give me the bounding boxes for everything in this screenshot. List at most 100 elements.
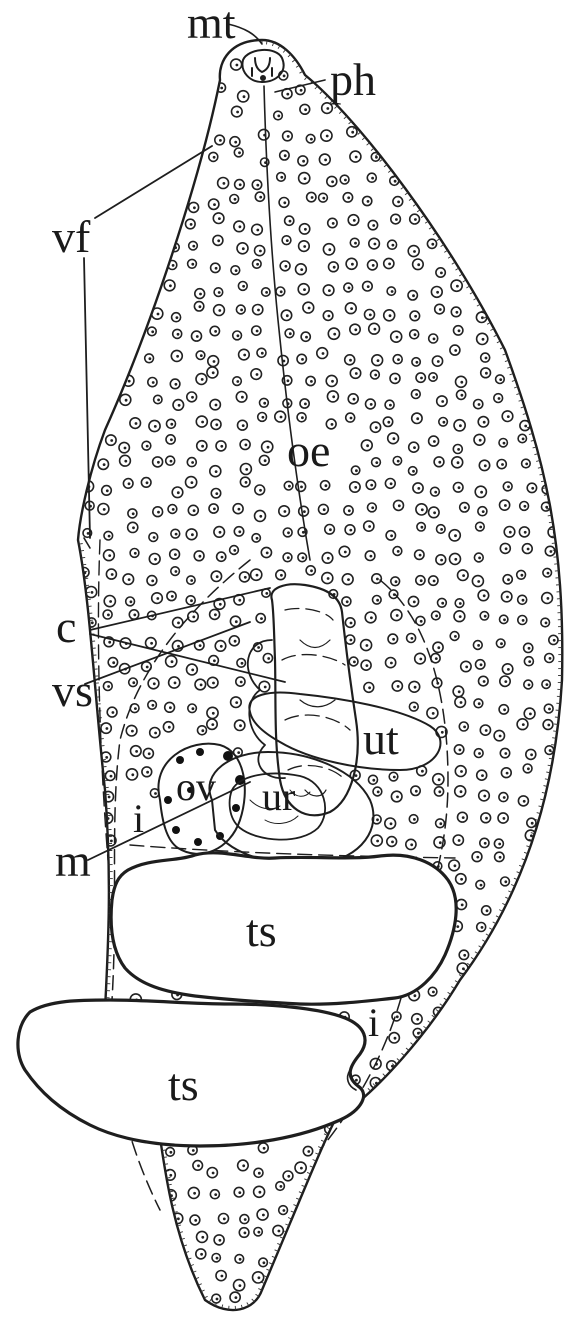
vitelline-follicle-core: [103, 463, 106, 466]
tegument-spine: [549, 522, 553, 523]
vitelline-follicle-core: [190, 223, 193, 226]
vitelline-follicle-core: [332, 222, 335, 225]
vitelline-follicle-core: [152, 381, 155, 384]
label-ov: ov: [176, 764, 216, 809]
tegument-spine: [358, 132, 361, 135]
tegument-spine: [252, 1299, 255, 1302]
vitelline-follicle-core: [124, 460, 127, 463]
vitelline-follicle-core: [176, 316, 179, 319]
vitelline-follicle-core: [175, 570, 178, 573]
vitelline-follicle-core: [396, 336, 399, 339]
vitelline-follicle-core: [547, 597, 550, 600]
vitelline-follicle-core: [372, 264, 375, 267]
vitelline-follicle-core: [421, 770, 424, 773]
vitelline-follicle-core: [303, 288, 306, 291]
vitelline-follicle-core: [462, 967, 465, 970]
vitelline-follicle-core: [172, 264, 175, 267]
mouth-region: [242, 50, 283, 82]
vitelline-follicle-core: [398, 504, 401, 507]
vitelline-follicle-core: [310, 138, 313, 141]
vitelline-follicle-core: [506, 772, 509, 775]
vitelline-follicle-core: [237, 751, 240, 754]
vitelline-follicle-core: [240, 309, 243, 312]
vitelline-follicle-core: [287, 379, 290, 382]
vitelline-follicle-core: [107, 614, 110, 617]
vitelline-follicle-core: [394, 1037, 397, 1040]
vitelline-follicle-core: [213, 360, 216, 363]
vitelline-follicle-core: [128, 380, 131, 383]
tegument-spine: [335, 106, 338, 109]
vitelline-follicle-core: [329, 528, 332, 531]
vitelline-follicle-core: [125, 399, 128, 402]
vitelline-follicle-core: [286, 239, 289, 242]
vitelline-follicle-core: [112, 661, 115, 664]
vitelline-follicle-core: [499, 735, 502, 738]
vitelline-follicle-core: [322, 352, 325, 355]
vitelline-follicle-core: [201, 378, 204, 381]
vitelline-follicle-core: [414, 686, 417, 689]
vitelline-follicle-core: [213, 156, 216, 159]
vitelline-follicle-core: [503, 618, 506, 621]
vitelline-follicle-core: [530, 834, 533, 837]
vitelline-follicle-core: [199, 305, 202, 308]
vitelline-follicle-core: [108, 641, 111, 644]
vitelline-follicle-core: [458, 329, 461, 332]
vitelline-follicle-core: [263, 1147, 266, 1150]
vitelline-follicle-core: [369, 314, 372, 317]
vitelline-follicle-core: [154, 425, 157, 428]
vitelline-follicle-core: [201, 1236, 204, 1239]
vitelline-follicle-core: [372, 779, 375, 782]
vitelline-follicle-core: [304, 228, 307, 231]
vitelline-follicle-core: [84, 571, 87, 574]
vitelline-follicle-core: [524, 531, 527, 534]
vitelline-follicle-core: [263, 402, 266, 405]
vitelline-follicle-core: [132, 526, 135, 529]
vitelline-follicle-core: [310, 380, 313, 383]
vitelline-follicle-core: [522, 619, 525, 622]
vitelline-follicle-core: [259, 250, 262, 253]
vitelline-follicle-core: [284, 510, 287, 513]
vitelline-follicle-core: [457, 461, 460, 464]
vitelline-follicle-core: [259, 515, 262, 518]
vitelline-follicle-core: [463, 954, 466, 957]
vitelline-follicle-core: [548, 708, 551, 711]
vitelline-follicle-core: [191, 533, 194, 536]
vitelline-follicle-core: [417, 1032, 420, 1035]
vitelline-follicle-core: [454, 635, 457, 638]
vitelline-follicle-core: [507, 668, 510, 671]
vitelline-follicle-core: [355, 1079, 358, 1082]
vitelline-follicle-core: [260, 617, 263, 620]
vitelline-follicle-core: [431, 243, 434, 246]
vitelline-follicle-core: [414, 315, 417, 318]
vitelline-follicle-core: [438, 461, 441, 464]
vitelline-follicle-core: [200, 354, 203, 357]
vitelline-follicle-core: [133, 614, 136, 617]
vitelline-follicle-core: [390, 482, 393, 485]
vitelline-follicle-core: [456, 285, 459, 288]
tegument-spine: [349, 121, 352, 124]
vitelline-follicle-core: [387, 421, 390, 424]
vitelline-follicle-core: [108, 796, 111, 799]
vitelline-follicle-core: [506, 596, 509, 599]
vitelline-follicle-core: [277, 115, 280, 118]
vitelline-follicle-core: [170, 460, 173, 463]
vitelline-follicle-core: [240, 681, 243, 684]
tegument-spine: [383, 1074, 386, 1077]
vitelline-follicle-core: [457, 448, 460, 451]
vitelline-follicle-core: [395, 218, 398, 221]
tegument-spine: [82, 564, 86, 565]
vitelline-follicle-core: [351, 131, 354, 134]
vitelline-follicle-core: [235, 1296, 238, 1299]
vitelline-follicle-core: [397, 201, 400, 204]
label-vs: vs: [52, 665, 93, 716]
vitelline-follicle-core: [264, 459, 267, 462]
vitelline-follicle-core: [327, 557, 330, 560]
vitelline-follicle-core: [192, 1149, 195, 1152]
vitelline-follicle-core: [477, 580, 480, 583]
vitelline-follicle-core: [218, 309, 221, 312]
vitelline-follicle-core: [435, 657, 438, 660]
vitelline-follicle-core: [157, 511, 160, 514]
vitelline-follicle-core: [374, 374, 377, 377]
vitelline-follicle-core: [169, 706, 172, 709]
vitelline-follicle-core: [326, 107, 329, 110]
